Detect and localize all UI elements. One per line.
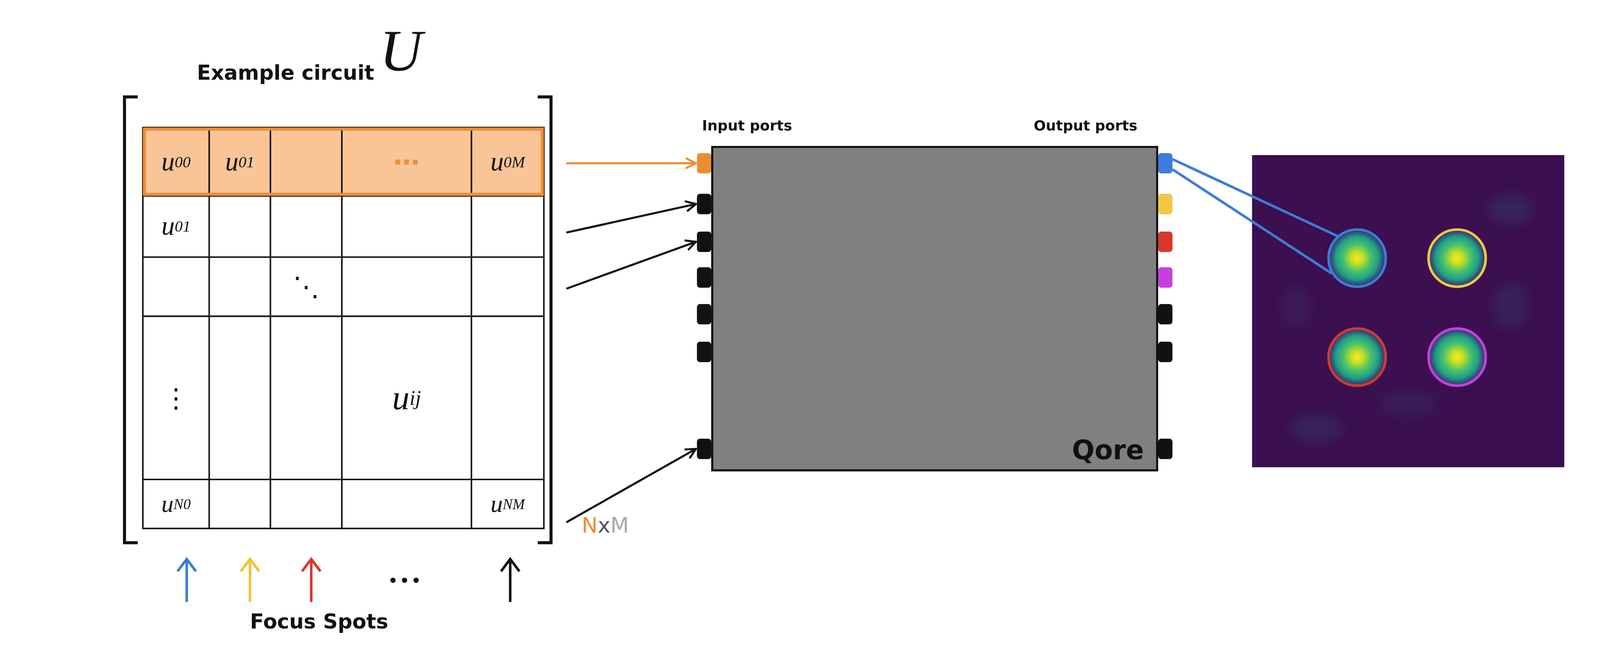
ellipsis: ⋮	[142, 316, 210, 480]
output-port	[1158, 193, 1173, 215]
input-port	[696, 438, 712, 459]
focus-spot	[1326, 326, 1388, 388]
input-port	[696, 341, 712, 363]
connector-arrow	[566, 448, 697, 523]
variable: u	[161, 146, 175, 177]
focus-spot	[1426, 326, 1488, 388]
axis-caption: Focus Spots	[249, 610, 389, 633]
output-port	[1158, 231, 1173, 252]
ellipsis: ⋯	[341, 127, 472, 196]
variable: u	[225, 146, 239, 177]
image-noise	[1377, 390, 1439, 416]
input-port	[696, 153, 712, 174]
spot-ring	[1328, 328, 1386, 386]
input-port	[696, 304, 712, 325]
spot-ring	[1428, 229, 1486, 287]
variable: u	[161, 211, 175, 242]
matrix-entry: uij	[341, 316, 472, 480]
focus-arrow	[240, 559, 259, 603]
output-port	[1158, 341, 1173, 363]
variable: u	[490, 146, 504, 177]
connector-arrow	[566, 241, 697, 289]
matrix-entry: uNM	[471, 479, 545, 529]
matrix: u01 ⋱ ⋮ uij uN0 uNM u00u01 ⋯u0M	[142, 127, 544, 529]
matrix-size: NxM	[581, 514, 629, 538]
output-port	[1158, 438, 1173, 459]
connector-arrow	[566, 162, 697, 165]
spot-ring	[1428, 328, 1486, 386]
port-heading: Output ports	[1033, 118, 1138, 135]
focus-spot	[1426, 227, 1488, 289]
letter: M	[610, 513, 630, 538]
output-port	[1158, 304, 1173, 325]
figure-title: Example circuit	[197, 61, 375, 84]
variable: u	[161, 490, 174, 518]
output-port	[1158, 267, 1173, 288]
image-noise	[1281, 285, 1311, 327]
row-highlight	[142, 127, 544, 196]
matrix-entry: uN0	[142, 479, 210, 529]
image-noise	[1491, 283, 1529, 329]
circuit-symbol: U	[379, 18, 423, 84]
letter: x	[597, 513, 611, 538]
focus-spot	[1326, 227, 1388, 289]
connector-arrow	[566, 204, 697, 233]
input-port	[696, 267, 712, 288]
variable: u	[490, 490, 503, 518]
focus-arrow	[177, 559, 196, 603]
highlighted-row: u00u01 ⋯u0M	[142, 127, 544, 196]
focus-arrow	[500, 559, 520, 603]
output-port	[1158, 153, 1173, 174]
camera-image	[1252, 155, 1565, 468]
input-port	[696, 193, 712, 215]
port-heading: Input ports	[702, 118, 793, 135]
leader-line	[1172, 159, 1339, 274]
left-bracket	[124, 96, 138, 543]
spot-ring	[1328, 229, 1386, 287]
device-name: Qore	[1072, 434, 1144, 466]
image-noise	[1289, 414, 1343, 444]
matrix-entry: u01	[142, 195, 210, 258]
matrix-entry: u0M	[471, 127, 545, 196]
focus-arrow	[302, 559, 321, 603]
matrix-outline	[142, 127, 544, 529]
matrix-entry: u00	[142, 127, 210, 196]
variable: u	[392, 378, 410, 418]
ellipsis: ⋱	[270, 257, 342, 317]
letter: N	[581, 513, 598, 538]
qore-box: Qore	[711, 145, 1159, 472]
matrix-grid-lines	[142, 127, 544, 529]
image-noise	[1487, 194, 1533, 224]
right-bracket	[537, 96, 551, 543]
input-port	[696, 231, 712, 252]
ellipsis: • • •	[389, 571, 420, 592]
matrix-entry: u01	[209, 127, 271, 196]
